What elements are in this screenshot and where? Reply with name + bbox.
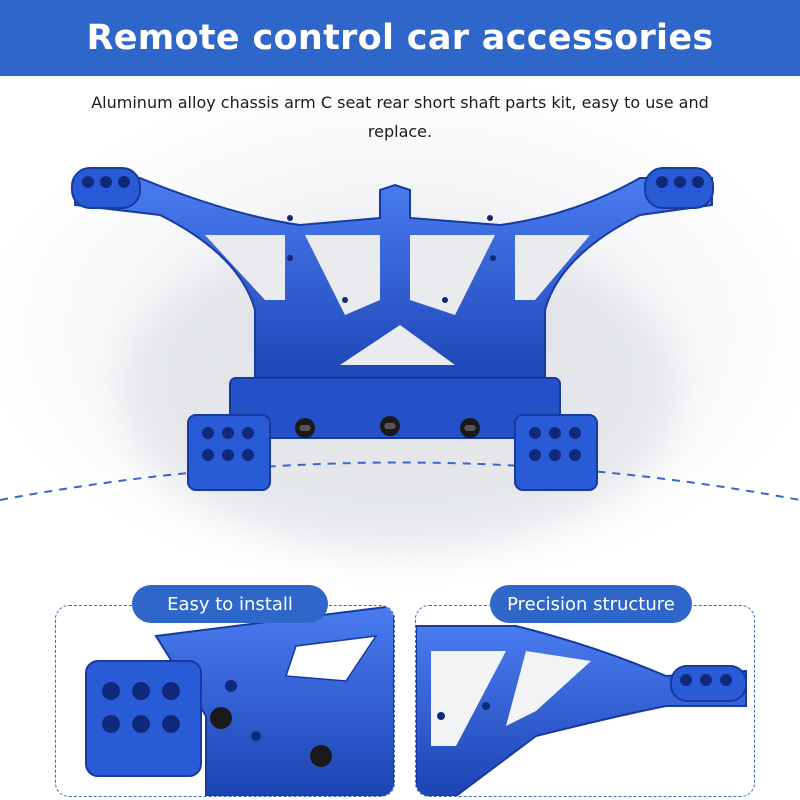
closeup-mount-pad-image	[85, 606, 394, 796]
feature-panel-precision-structure	[415, 605, 755, 797]
title-banner: Remote control car accessories	[0, 0, 800, 76]
page-title: Remote control car accessories	[86, 18, 714, 58]
closeup-tower-arm-image	[416, 625, 747, 796]
subtitle-text: Aluminum alloy chassis arm C seat rear s…	[91, 93, 709, 141]
feature-label-precision-structure: Precision structure	[490, 585, 692, 623]
tower-plate	[74, 177, 713, 386]
feature-panel-easy-install	[55, 605, 395, 797]
right-end-cluster	[644, 167, 714, 209]
feature-label-easy-install: Easy to install	[132, 585, 328, 623]
